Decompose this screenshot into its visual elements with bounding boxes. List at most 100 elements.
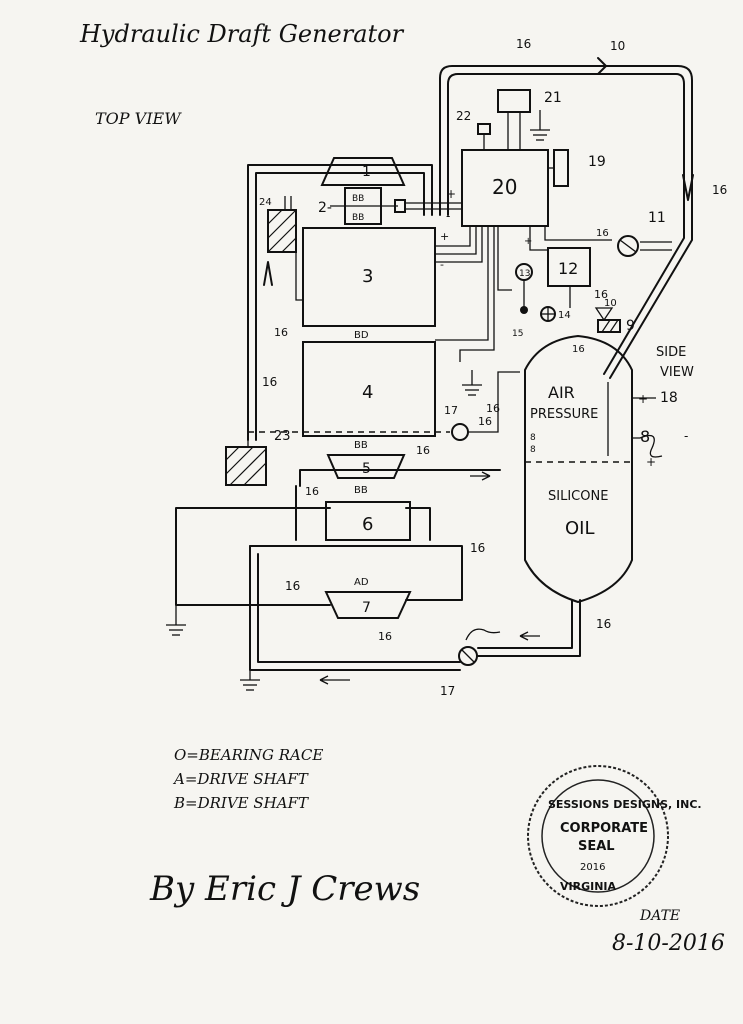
tank-label-pressure: PRESSURE [530,407,598,422]
label-6: 6 [362,514,373,535]
silicone-oil-tank [524,334,633,604]
label-16-i: 16 [478,415,492,428]
label-24: 24 [259,197,272,208]
component-22 [477,123,491,135]
component-12 [547,247,591,287]
flow-arrow-5 [470,471,491,481]
component-20-controller [461,149,549,227]
label-17-top: 17 [444,404,458,417]
label-16-c: 16 [305,485,319,498]
bearing-mark-6-7: AD [354,577,369,588]
side-view-label-2: VIEW [660,365,694,380]
side-view-label-1: SIDE [656,345,686,360]
tank-label-air: AIR [548,383,575,402]
sign-minus-8: - [684,429,688,443]
pipe-5-out [299,469,501,487]
wire-17 [465,628,501,641]
label-16-e: 16 [285,579,300,593]
label-2: 2- [318,200,332,216]
component-23 [225,446,267,486]
pipe-loop-6-right [405,507,431,541]
flow-arrow-bottom [319,675,350,685]
tank-mark-a: 8 [530,433,536,443]
component-10-valve [594,307,614,322]
label-16-k: 16 [594,288,608,301]
component-9 [597,319,621,333]
pipe-loop-7-top [249,545,463,601]
pipe-loop-7-left [249,545,461,671]
tank-mark-b: 8 [530,445,536,455]
flow-arrow-up [263,261,273,286]
drawing-title: Hydraulic Draft Generator [79,20,405,48]
component-24-hatch [267,209,297,253]
component-23-hatch [225,446,267,486]
component-8-coil [632,434,663,458]
bearing-mark-4-5: BB [354,440,368,451]
coupling-2 [394,199,406,213]
label-16-top: 16 [516,37,531,51]
label-4: 4 [362,382,373,403]
label-7: 7 [362,600,371,616]
label-19: 19 [588,154,606,170]
seal-year: 2016 [580,862,605,873]
label-20: 20 [492,175,517,199]
pipe-24-3 [295,252,303,301]
corporate-seal: SESSIONS DESIGNS, INC. CORPORATE SEAL 20… [527,765,702,907]
pipe-loop-6-left [175,507,331,606]
label-9: 9 [626,318,635,334]
sign-plus-bus: + [440,230,449,243]
ground-symbol-center [462,370,482,396]
tank-label-silicone: SILICONE [548,489,608,504]
label-16-b: 16 [262,375,277,389]
label-10-side: 10 [604,298,617,309]
wire-11-input [640,241,672,251]
flow-arrow-17 [519,631,540,641]
label-1: 1 [362,164,371,180]
sign-plus-20: + [446,187,456,201]
label-16-l: 16 [596,228,609,239]
bearing-mark-2a: BB [352,194,364,204]
pipe-17-top [468,371,520,433]
signature: By Eric J Crews [149,869,420,909]
label-3: 3 [362,266,373,287]
ground-symbol-top [530,110,550,141]
bearing-mark-5-6: BB [354,485,368,496]
sign-plus-12: + [524,236,532,247]
component-24 [267,209,297,253]
sign-minus-20: - [446,209,450,223]
component-21 [497,89,531,113]
label-16-a: 16 [274,326,288,339]
top-view-label: TOP VIEW [95,109,182,128]
wire-bus-20-3 [435,226,495,362]
component-19 [553,149,569,187]
label-13: 13 [519,269,530,279]
date-value: 8-10-2016 [612,931,725,956]
label-14: 14 [558,310,571,321]
tank-label-oil: OIL [565,518,595,539]
sign-plus-8: + [646,455,656,469]
pipe-17-tank-inner [477,599,573,649]
label-16-right: 16 [712,183,727,197]
ground-symbol-bottom [240,670,260,691]
wire-20-11 [544,226,612,241]
legend-o: O=BEARING RACE [174,746,323,764]
label-15: 15 [512,329,523,339]
label-16-j: 16 [486,402,500,415]
component-11 [617,235,639,257]
seal-middle-1: CORPORATE [560,821,648,836]
component-1-pump [320,157,406,186]
label-8: 8 [640,427,650,446]
label-23: 23 [274,429,291,444]
pipe-17-tank [477,599,581,657]
sign-minus-bus: - [440,258,444,271]
label-11: 11 [648,210,666,226]
component-4 [302,341,436,437]
seal-top-text: SESSIONS DESIGNS, INC. [548,798,702,811]
flow-arrow-10 [597,57,607,75]
label-17-bottom: 17 [440,684,455,698]
pipe-left-return [247,164,433,441]
legend-b: B=DRIVE SHAFT [173,794,309,812]
date-label: DATE [639,908,680,924]
ground-symbol-left [166,605,186,636]
